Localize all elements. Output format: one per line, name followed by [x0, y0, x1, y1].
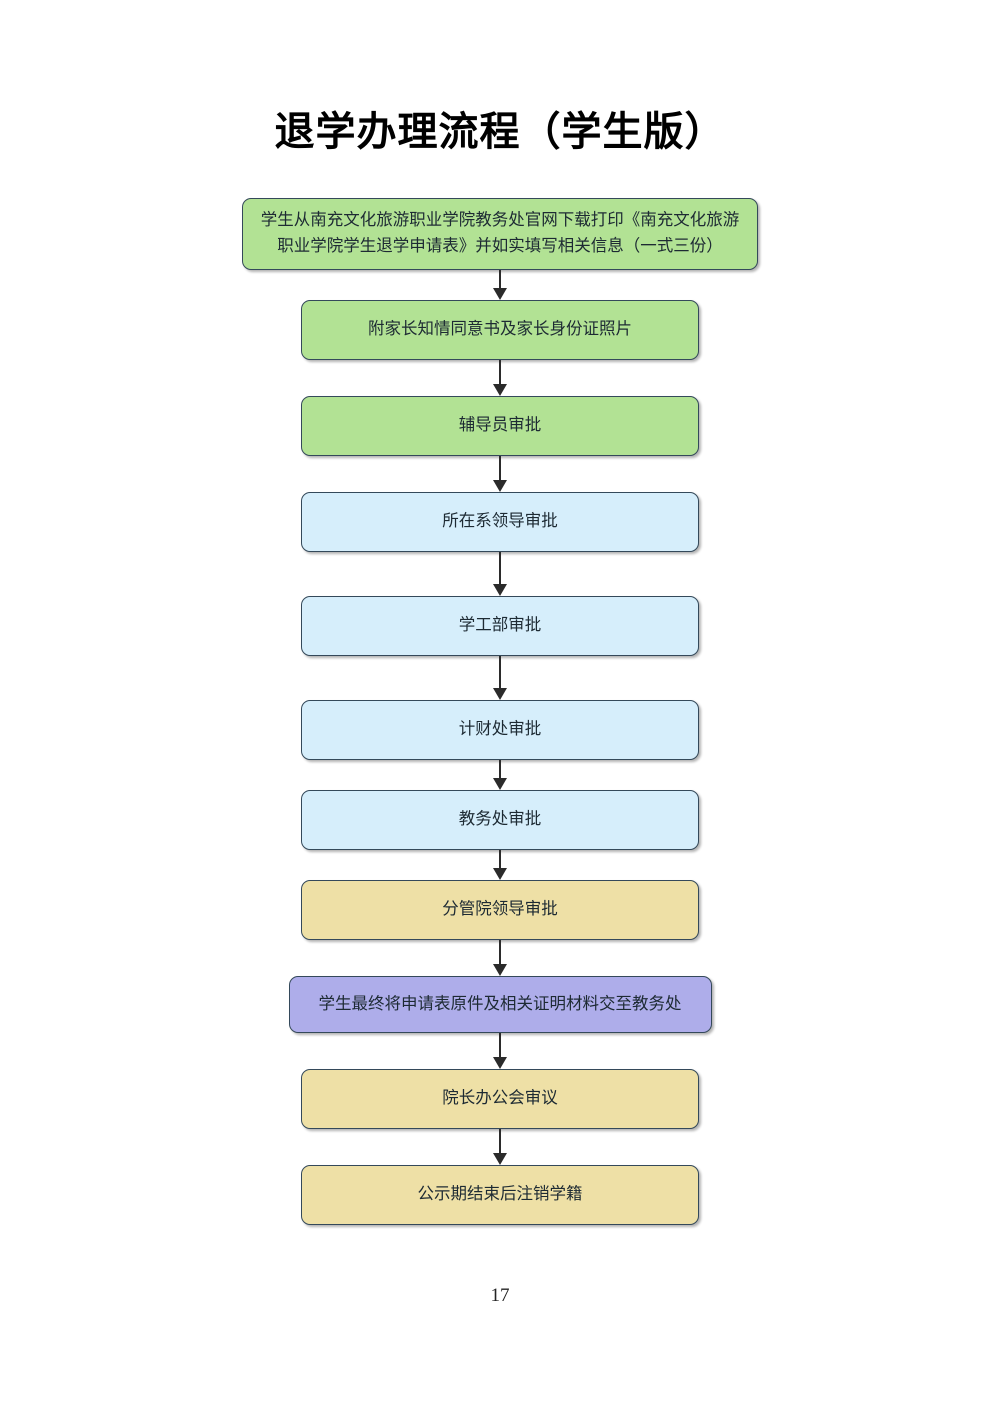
flow-node-label: 学工部审批 — [458, 616, 542, 635]
flow-connector — [0, 270, 1000, 300]
flow-connector — [0, 760, 1000, 790]
flow-connector — [0, 1033, 1000, 1069]
flow-node-step-6[interactable]: 计财处审批 — [301, 700, 699, 760]
flow-row: 附家长知情同意书及家长身份证照片 — [0, 300, 1000, 360]
flow-node-label: 附家长知情同意书及家长身份证照片 — [368, 320, 632, 339]
flow-connector — [0, 360, 1000, 396]
flow-node-step-11[interactable]: 公示期结束后注销学籍 — [301, 1165, 699, 1225]
arrow-down-icon — [493, 850, 507, 880]
flow-node-label: 教务处审批 — [458, 810, 542, 829]
flow-node-label: 分管院领导审批 — [442, 900, 558, 919]
arrow-down-icon — [493, 1033, 507, 1069]
flow-row: 学工部审批 — [0, 596, 1000, 656]
flow-node-step-2[interactable]: 附家长知情同意书及家长身份证照片 — [301, 300, 699, 360]
flow-node-step-7[interactable]: 教务处审批 — [301, 790, 699, 850]
flow-node-step-10[interactable]: 院长办公会审议 — [301, 1069, 699, 1129]
flow-row: 学生从南充文化旅游职业学院教务处官网下载打印《南充文化旅游职业学院学生退学申请表… — [0, 198, 1000, 270]
flow-node-label: 学生从南充文化旅游职业学院教务处官网下载打印《南充文化旅游职业学院学生退学申请表… — [260, 211, 740, 255]
flow-node-label: 院长办公会审议 — [442, 1089, 558, 1108]
flow-row: 辅导员审批 — [0, 396, 1000, 456]
flow-row: 学生最终将申请表原件及相关证明材料交至教务处 — [0, 976, 1000, 1033]
arrow-down-icon — [493, 456, 507, 492]
flow-row: 分管院领导审批 — [0, 880, 1000, 940]
arrow-down-icon — [493, 1129, 507, 1165]
flow-connector — [0, 552, 1000, 596]
arrow-down-icon — [493, 270, 507, 300]
flow-connector — [0, 1129, 1000, 1165]
flow-node-label: 计财处审批 — [458, 720, 542, 739]
flow-node-step-5[interactable]: 学工部审批 — [301, 596, 699, 656]
flowchart: 学生从南充文化旅游职业学院教务处官网下载打印《南充文化旅游职业学院学生退学申请表… — [0, 198, 1000, 1225]
flow-node-label: 所在系领导审批 — [442, 512, 558, 531]
flow-node-label: 学生最终将申请表原件及相关证明材料交至教务处 — [318, 994, 682, 1013]
flow-row: 公示期结束后注销学籍 — [0, 1165, 1000, 1225]
arrow-down-icon — [493, 360, 507, 396]
flow-connector — [0, 456, 1000, 492]
arrow-down-icon — [493, 760, 507, 790]
flow-row: 教务处审批 — [0, 790, 1000, 850]
page-number: 17 — [490, 1285, 510, 1306]
flow-node-step-3[interactable]: 辅导员审批 — [301, 396, 699, 456]
flow-connector — [0, 940, 1000, 976]
flow-connector — [0, 656, 1000, 700]
flow-node-label: 辅导员审批 — [458, 416, 542, 435]
arrow-down-icon — [493, 940, 507, 976]
flow-node-step-1[interactable]: 学生从南充文化旅游职业学院教务处官网下载打印《南充文化旅游职业学院学生退学申请表… — [242, 198, 758, 270]
flow-connector — [0, 850, 1000, 880]
flow-row: 所在系领导审批 — [0, 492, 1000, 552]
arrow-down-icon — [493, 656, 507, 700]
flow-node-step-8[interactable]: 分管院领导审批 — [301, 880, 699, 940]
page-title: 退学办理流程（学生版） — [274, 109, 726, 154]
flow-row: 院长办公会审议 — [0, 1069, 1000, 1129]
flow-node-step-4[interactable]: 所在系领导审批 — [301, 492, 699, 552]
flow-node-step-9[interactable]: 学生最终将申请表原件及相关证明材料交至教务处 — [288, 976, 712, 1033]
flow-row: 计财处审批 — [0, 700, 1000, 760]
flow-node-label: 公示期结束后注销学籍 — [417, 1185, 583, 1204]
arrow-down-icon — [493, 552, 507, 596]
